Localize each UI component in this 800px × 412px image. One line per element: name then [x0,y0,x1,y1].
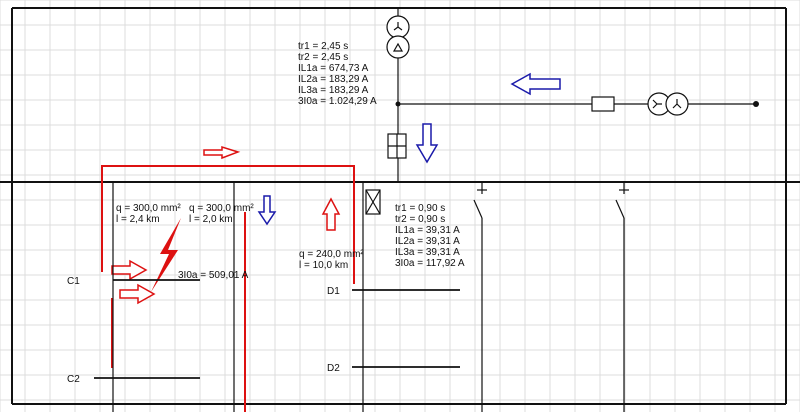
upper-result-line: IL2a = 183,29 A [298,74,369,85]
cable-2-length: l = 2,0 km [189,214,233,225]
grid-terminal-node [753,101,759,107]
cable-1-cross-section: q = 300,0 mm² [116,203,181,214]
cable-1-length: l = 2,4 km [116,214,160,225]
upper-result-line: IL1a = 674,73 A [298,63,369,74]
feeder-flow-arrow-down [257,195,277,226]
switch-feeder-2[interactable] [615,182,629,412]
feeder-result-line: tr1 = 0,90 s [395,203,446,214]
feeder-results-block: tr1 = 0,90 s tr2 = 0,90 s IL1a = 39,31 A… [395,203,465,269]
node-d1-label: D1 [327,286,340,297]
upper-transformer-icon[interactable] [386,8,410,59]
upper-result-line: tr2 = 2,45 s [298,52,349,63]
feeder-result-line: IL3a = 39,31 A [395,247,460,258]
cable-2-cross-section: q = 300,0 mm² [189,203,254,214]
feeder-result-line: 3I0a = 117,92 A [395,258,465,269]
fault-arrow-left [203,145,241,160]
switch-feeder-1[interactable] [473,182,487,412]
node-d2-label: D2 [327,363,340,374]
cable-3-label: q = 240,0 mm² l = 10,0 km [299,249,364,271]
cable-1-label: q = 300,0 mm² l = 2,4 km [116,203,181,225]
feeder-result-line: IL2a = 39,31 A [395,236,460,247]
cable-3-cross-section: q = 240,0 mm² [299,249,364,260]
upper-results-block: tr1 = 2,45 s tr2 = 2,45 s IL1a = 674,73 … [298,41,377,107]
fault-current-path [101,165,355,284]
feeder-result-line: tr2 = 0,90 s [395,214,446,225]
supply-transformer-icon[interactable] [647,92,689,116]
fault-arrow-right-2 [119,283,156,305]
breaker-cross [365,189,381,215]
upper-result-line: 3I0a = 1.024,29 A [298,96,377,107]
node-c2-label: C2 [67,374,80,385]
fault-current-label: 3I0a = 509,01 A [178,270,249,281]
power-flow-arrow-left [510,72,561,96]
fuse-icon[interactable] [591,96,615,112]
upper-result-line: tr1 = 2,45 s [298,41,349,52]
cable-2-label: q = 300,0 mm² l = 2,0 km [189,203,254,225]
node-c1-label: C1 [67,276,80,287]
upper-result-line: IL3a = 183,29 A [298,85,369,96]
cable-3-length: l = 10,0 km [299,260,349,271]
power-flow-arrow-down [415,123,439,164]
feeder-result-line: IL1a = 39,31 A [395,225,460,236]
fault-arrow-up [321,197,341,231]
fault-arrow-right-1 [111,259,148,281]
